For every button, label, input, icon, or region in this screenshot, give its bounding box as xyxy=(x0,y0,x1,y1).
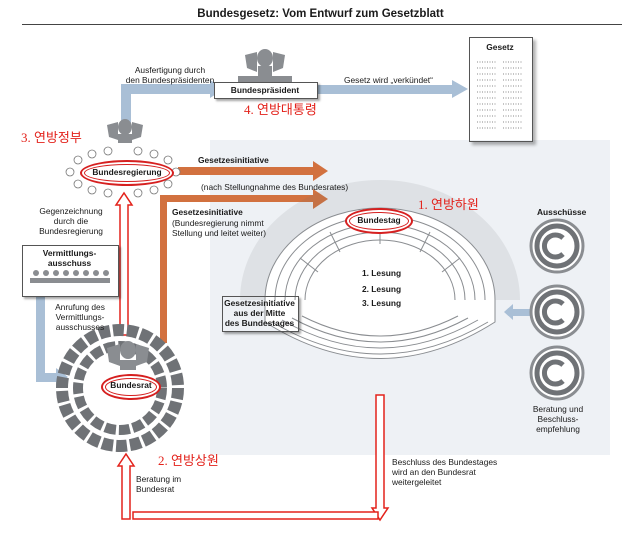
initiative-bundesrat-label: Gesetzesinitiative xyxy=(172,207,243,217)
eagle-icon-praesident xyxy=(238,49,292,82)
beratung-bundesrat-label: Beratung im Bundesrat xyxy=(136,474,182,494)
korean-label-bundesrat: 2. 연방상원 xyxy=(158,453,219,468)
ausschuss-icon-1 xyxy=(529,218,585,274)
arrow-initiative-bundesrat xyxy=(160,189,328,343)
bundestag-oval xyxy=(345,208,413,234)
bundesrat-label: Bundesrat xyxy=(110,380,152,390)
gegenzeichnung-label: Gegenzeichnung durch die Bundesregierung xyxy=(39,206,103,236)
korean-label-praesident: 4. 연방대통령 xyxy=(244,102,317,117)
page-title: Bundesgesetz: Vom Entwurf zum Gesetzblat… xyxy=(197,8,444,20)
arrow-bundestag-to-bundesrat xyxy=(116,394,390,522)
eagle-icon-regierung xyxy=(107,119,143,143)
vermittlungsausschuss-label: Vermittlungs- ausschuss xyxy=(42,248,97,268)
bundesrat-oval xyxy=(101,374,161,400)
lesung-2-label: 2. Lesung xyxy=(362,284,402,294)
title-rule xyxy=(22,24,622,25)
korean-label-bundestag: 1. 연방하원 xyxy=(418,197,479,212)
initiative-regierung-label: Gesetzesinitiative xyxy=(198,155,269,165)
arrow-regierung-to-praesident xyxy=(121,80,224,126)
bundestag-hemicycle xyxy=(240,180,520,301)
anrufung-label: Anrufung des Vermittlungs- ausschusses xyxy=(55,302,105,332)
bundestag-seats xyxy=(264,207,496,359)
ausschuesse-label: Ausschüsse xyxy=(537,207,587,217)
lesung-3-label: 3. Lesung xyxy=(362,298,402,308)
initiative-mitte-box xyxy=(222,296,299,332)
arrow-initiative-regierung xyxy=(178,161,328,181)
bundespraesident-box xyxy=(214,82,318,99)
ausschuss-icon-2 xyxy=(529,284,585,340)
korean-label-regierung: 3. 연방정부 xyxy=(21,130,82,145)
gesetz-title: Gesetz xyxy=(486,42,514,52)
verkuendet-label: Gesetz wird „verkündet“ xyxy=(344,75,433,85)
arrow-praesident-to-gesetz xyxy=(318,80,468,98)
vermittlung-table-icon xyxy=(30,270,110,283)
initiative-mitte-label: Gesetzesinitiative aus der Mitte des Bun… xyxy=(224,298,295,328)
bundesregierung-label: Bundesregierung xyxy=(92,167,162,177)
bundestag-label: Bundestag xyxy=(357,215,401,225)
bundespraesident-label: Bundespräsident xyxy=(230,85,300,95)
eagle-icon-bundesrat xyxy=(107,341,149,370)
initiative-regierung-note: (nach Stellungnahme des Bundesrates) xyxy=(201,182,349,192)
initiative-bundesrat-note: (Bundesregierung nimmt Stellung und leit… xyxy=(172,218,267,238)
gesetz-document xyxy=(469,37,533,142)
ausschuss-icon-3 xyxy=(529,345,585,401)
bundesregierung-oval xyxy=(80,160,174,186)
beratung-empfehlung-label: Beratung und Beschluss- empfehlung xyxy=(532,404,584,434)
gesetz-document-lines xyxy=(477,61,523,129)
arrow-bundesrat-to-regierung xyxy=(114,191,134,336)
lesung-1-label: 1. Lesung xyxy=(362,268,402,278)
regierung-seat-dots xyxy=(65,146,181,198)
beschluss-label: Beschluss des Bundestages wird an den Bu… xyxy=(392,457,498,487)
ausfertigung-label: Ausfertigung durch den Bundespräsidenten xyxy=(125,65,215,85)
vermittlungsausschuss-box xyxy=(22,245,119,297)
